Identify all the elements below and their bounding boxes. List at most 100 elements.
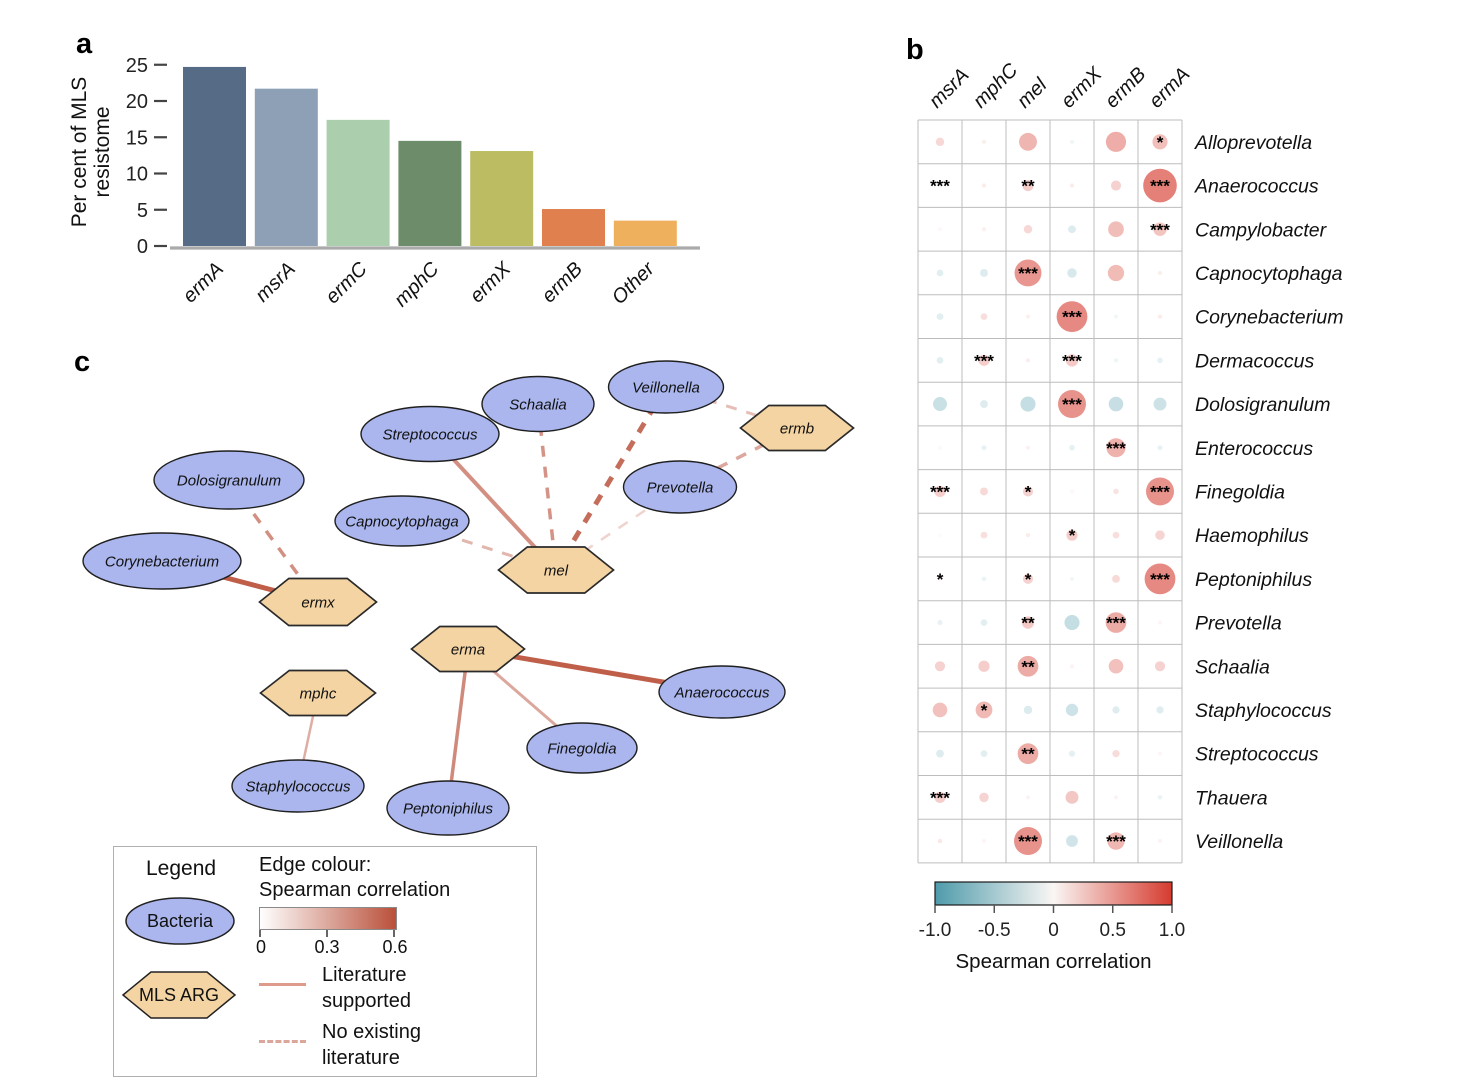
matrix-row-label: Haemophilus <box>1195 525 1309 547</box>
matrix-row-label: Alloprevotella <box>1194 132 1312 154</box>
colorbar-tick-label: -0.5 <box>978 920 1011 941</box>
cell-Thauera-mel <box>1026 795 1030 800</box>
node-label: Veillonella <box>632 380 700 397</box>
cell-Finegoldia-ermX <box>1070 489 1074 494</box>
cell-Veillonella-mel <box>1014 827 1042 856</box>
matrix-col-header: mel <box>1013 74 1052 113</box>
matrix-row-label: Streptococcus <box>1195 744 1319 766</box>
bar-ermB <box>542 209 605 246</box>
bacteria-ellipse <box>82 532 242 590</box>
cell-Alloprevotella-ermX <box>1070 139 1074 144</box>
significance-stars: *** <box>930 482 950 501</box>
cell-Dermacoccus-mphC <box>978 354 990 366</box>
cell-Thauera-mphC <box>979 792 989 803</box>
cell-Staphylococcus-ermX <box>1065 703 1079 717</box>
node-label: ermb <box>780 421 814 438</box>
cell-Veillonella-mphC <box>982 839 986 844</box>
node-label: mphc <box>300 686 337 703</box>
matrix-row-label: Schaalia <box>1195 656 1270 678</box>
cell-Prevotella-msrA <box>937 620 943 626</box>
no-literature-label: No existing literature <box>322 1019 421 1071</box>
cell-Campylobacter-mphC <box>982 227 986 232</box>
matrix-col-header: msrA <box>925 64 974 113</box>
bacteria-ellipse <box>526 722 638 774</box>
colorbar-tick-label: 0.5 <box>1100 920 1126 941</box>
cell-Veillonella-ermB <box>1107 832 1125 850</box>
cell-Finegoldia-mphC <box>980 487 988 496</box>
cell-Campylobacter-ermX <box>1068 225 1076 234</box>
arg-hexagon <box>258 577 378 627</box>
node-label: Anaerococcus <box>673 685 770 702</box>
y-tick-label: 15 <box>126 127 148 149</box>
node-schaalia: Schaalia <box>481 375 595 433</box>
matrix-row-label: Veillonella <box>1195 831 1283 853</box>
bar-Other <box>613 220 677 246</box>
node-veillonella: Veillonella <box>607 360 725 414</box>
matrix-row-label: Corynebacterium <box>1195 307 1343 329</box>
cell-Peptoniphilus-mel <box>1022 573 1034 584</box>
matrix-row-label: Peptoniphilus <box>1195 569 1312 591</box>
node-finegoldia: Finegoldia <box>526 722 638 774</box>
node-label: Schaalia <box>509 397 567 414</box>
cell-Peptoniphilus-msrA <box>938 576 942 581</box>
cell-Streptococcus-ermA <box>1158 751 1162 756</box>
node-label: Prevotella <box>647 480 714 497</box>
y-tick-label: 10 <box>126 164 148 186</box>
edge-colour-title: Edge colour: Spearman correlation <box>259 853 450 903</box>
cell-Dolosigranulum-mphC <box>980 400 988 408</box>
cell-Enterococcus-mphC <box>981 445 987 451</box>
scale-tick-0: 0 <box>255 937 267 957</box>
cell-Peptoniphilus-ermA <box>1144 563 1176 595</box>
cell-Campylobacter-mel <box>1023 225 1033 234</box>
cell-Streptococcus-mphC <box>980 750 988 758</box>
cell-Corynebacterium-msrA <box>936 313 944 321</box>
cell-Schaalia-ermA <box>1154 661 1166 672</box>
arg-hexagon <box>497 546 615 594</box>
cell-Corynebacterium-mel <box>1026 314 1030 319</box>
legend-box: Legend Edge colour: Spearman correlation… <box>113 846 537 1077</box>
node-peptoniphilus: Peptoniphilus <box>386 780 510 836</box>
cell-Schaalia-mphC <box>978 660 990 672</box>
cell-Corynebacterium-mphC <box>980 313 988 321</box>
node-prevotella: Prevotella <box>622 460 738 514</box>
bacteria-ellipse <box>386 780 510 836</box>
edge-colour-title-line1: Edge colour: <box>259 854 372 876</box>
significance-stars: *** <box>1062 351 1082 370</box>
significance-stars: *** <box>1062 395 1082 414</box>
y-tick-label: 25 <box>126 55 148 77</box>
cell-Schaalia-ermX <box>1070 664 1074 669</box>
bar-ermX <box>470 151 534 246</box>
node-staphylococcus: Staphylococcus <box>231 759 365 813</box>
significance-stars: * <box>1025 482 1032 501</box>
node-label: erma <box>451 642 485 659</box>
matrix-row-label: Enterococcus <box>1195 438 1313 460</box>
cell-Thauera-ermB <box>1114 795 1118 800</box>
cell-Campylobacter-ermB <box>1108 221 1124 238</box>
bacteria-ellipse <box>622 460 738 514</box>
significance-stars: *** <box>930 788 950 807</box>
x-category-label: ermX <box>466 258 516 308</box>
cell-Schaalia-mel <box>1017 655 1039 677</box>
significance-stars: *** <box>930 177 950 196</box>
node-anaerococcus: Anaerococcus <box>658 665 786 719</box>
matrix-row-label: Prevotella <box>1195 613 1282 635</box>
scale-tick-mark <box>259 930 261 937</box>
cell-Alloprevotella-ermA <box>1152 134 1168 150</box>
cell-Staphylococcus-msrA <box>932 702 948 718</box>
cell-Finegoldia-ermB <box>1113 488 1119 495</box>
node-corynebacterium: Corynebacterium <box>82 532 242 590</box>
significance-stars: * <box>1025 570 1032 589</box>
cell-Capnocytophaga-mphC <box>980 269 988 277</box>
node-ermb: ermb <box>739 404 855 452</box>
no-literature-line <box>259 1040 306 1043</box>
cell-Schaalia-msrA <box>934 661 946 672</box>
panel-c-label: c <box>74 346 91 378</box>
node-streptococcus: Streptococcus <box>360 405 500 463</box>
bar-ermA <box>183 66 246 246</box>
cell-Corynebacterium-ermA <box>1158 314 1162 319</box>
arg-hexagon-icon <box>121 971 237 1019</box>
bacteria-label: Bacteria <box>147 911 214 931</box>
cell-Enterococcus-ermA <box>1157 445 1163 451</box>
cell-Thauera-ermA <box>1157 795 1163 800</box>
matrix-row-label: Campylobacter <box>1195 219 1328 241</box>
